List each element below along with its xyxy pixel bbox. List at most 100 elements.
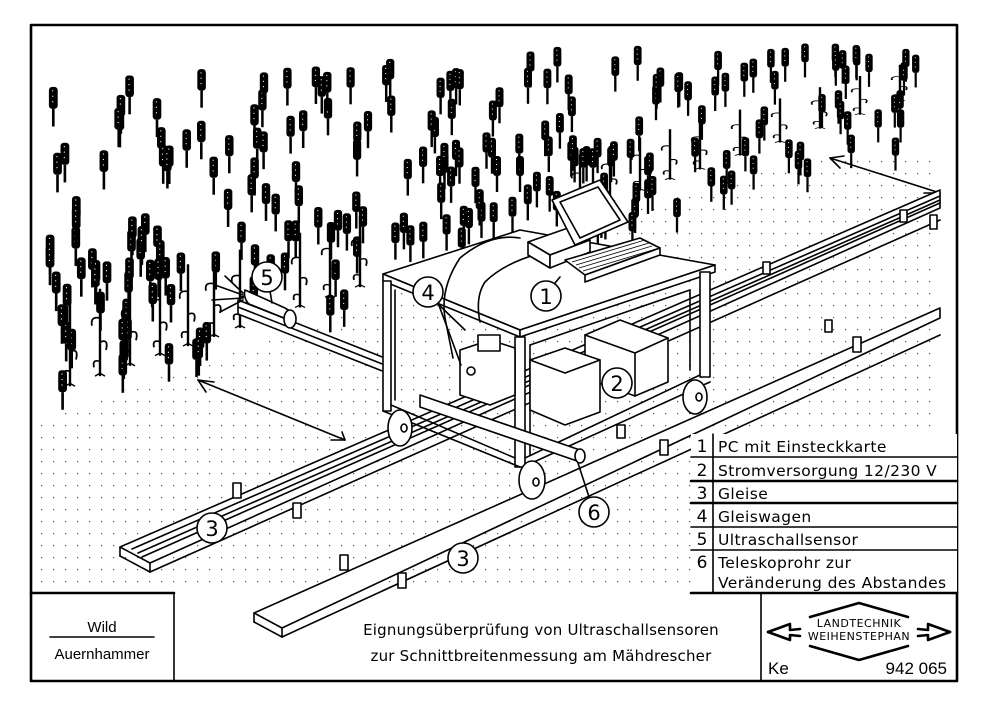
legend-num: 1 [697, 437, 708, 457]
legend-row-6: 6 Teleskoprohr zur Veränderung des Absta… [697, 553, 947, 592]
grain-ear [851, 43, 862, 80]
legend-num: 6 [697, 553, 708, 573]
grain-ear [165, 282, 177, 324]
grain-ear [345, 66, 356, 106]
grain-ear [312, 205, 324, 246]
legend-text: PC mit Einsteckkarte [718, 438, 887, 456]
grain-ear [330, 258, 342, 299]
grain-ear [435, 181, 447, 221]
grain-ear [800, 42, 810, 79]
callout-5-label: 5 [260, 266, 273, 290]
callout-6: 6 [577, 462, 610, 528]
grain-ear [830, 51, 841, 87]
landtechnik-logo: LANDTECHNIK WEIHENSTEPHAN [766, 601, 952, 662]
logo-line1: LANDTECHNIK [817, 617, 902, 630]
grain-ear [441, 213, 452, 252]
grain-ear [223, 133, 235, 175]
legend-text: Ultraschallsensor [718, 531, 859, 549]
grain-ear [175, 251, 187, 293]
grain-ear [341, 211, 353, 252]
grain-ear [690, 136, 701, 174]
grain-ear [552, 45, 563, 84]
callout-2-label: 2 [610, 372, 623, 396]
grain-ear [910, 53, 921, 89]
callout-3b-label: 3 [456, 547, 469, 571]
grain-ear [279, 251, 291, 292]
legend-num: 3 [697, 484, 708, 504]
callout-4-label: 4 [421, 281, 434, 305]
grain-ear [446, 97, 458, 137]
grain-ear [864, 52, 874, 88]
grain-ear [258, 130, 270, 171]
grain-ear [720, 71, 731, 109]
grain-ear [75, 256, 87, 298]
grain-ear [770, 69, 780, 106]
callout-3a: 3 [196, 512, 228, 544]
grain-ear [740, 136, 751, 173]
grain-ear [531, 170, 543, 209]
grain-ear [610, 55, 621, 93]
rail-track-front [253, 307, 941, 638]
grain-ear [123, 74, 136, 116]
legend-row-1: 1 PC mit Einsteckkarte [697, 437, 887, 457]
grain-ear [454, 146, 465, 185]
grain-ear [256, 88, 268, 129]
laptop-pc [527, 179, 661, 283]
grain-ear [196, 67, 208, 109]
callout-5: 5 [251, 261, 283, 304]
drawing-title-line1: Eignungsüberprüfung von Ultraschallsenso… [363, 621, 719, 639]
grain-ear [235, 220, 248, 262]
legend-num: 2 [697, 461, 708, 481]
grain-ear [385, 94, 397, 134]
grain-ear [113, 106, 125, 149]
legend-num: 5 [697, 530, 708, 550]
grain-ear [554, 111, 566, 150]
grain-ear [487, 99, 499, 138]
grain-ear [270, 192, 282, 233]
grain-ear [754, 118, 765, 155]
legend-table: 1 PC mit Einsteckkarte 2 Stromversorgung… [689, 433, 959, 595]
grain-ear [739, 61, 750, 98]
drawing-title-line2: zur Schnittbreitenmessung am Mähdrescher [371, 647, 713, 665]
grain-ear [281, 66, 293, 107]
grain-ear [673, 71, 684, 109]
callout-4: 4 [412, 276, 466, 366]
drafter-initials: Ke [768, 659, 789, 678]
grain-ear [362, 109, 374, 150]
legend-row-5: 5 Ultraschallsensor [697, 530, 859, 550]
grain-ear [632, 44, 643, 82]
callout-1: 1 [530, 276, 562, 312]
grain-ear [181, 127, 193, 170]
grain-ear [283, 219, 294, 260]
legend-text: Teleskoprohr zur [717, 554, 852, 572]
rail-wagon [382, 229, 716, 500]
legend-num: 4 [697, 507, 708, 527]
grain-ear [98, 148, 110, 191]
rail-posts [232, 209, 938, 589]
crop-stalk [850, 74, 868, 116]
grain-ear [246, 172, 258, 214]
grain-ear [748, 57, 759, 94]
logo-line2: WEIHENSTEPHAN [808, 630, 910, 643]
grain-ear [390, 221, 401, 261]
grain-ear [47, 85, 60, 128]
grain-ear [542, 67, 553, 106]
author-top: Wild [87, 619, 116, 636]
grain-ear [402, 157, 414, 197]
grain-ear [208, 155, 220, 197]
legend-row-3: 3 Gleise [697, 484, 768, 504]
title-block: Wild Auernhammer Eignungsüberprüfung von… [29, 591, 952, 682]
legend-row-2: 2 Stromversorgung 12/230 V [697, 461, 937, 481]
grain-ear [260, 181, 272, 223]
legend-text: Gleiswagen [718, 508, 812, 526]
grain-ear [222, 187, 234, 229]
grain-ear [544, 174, 555, 213]
grain-ear [417, 145, 429, 185]
grain-ear [873, 108, 883, 144]
author-bottom: Auernhammer [54, 646, 149, 663]
grain-ear [491, 154, 503, 194]
drawing-number: 942 065 [886, 659, 947, 678]
drawing-frame [29, 23, 959, 683]
grain-ear [522, 183, 533, 222]
